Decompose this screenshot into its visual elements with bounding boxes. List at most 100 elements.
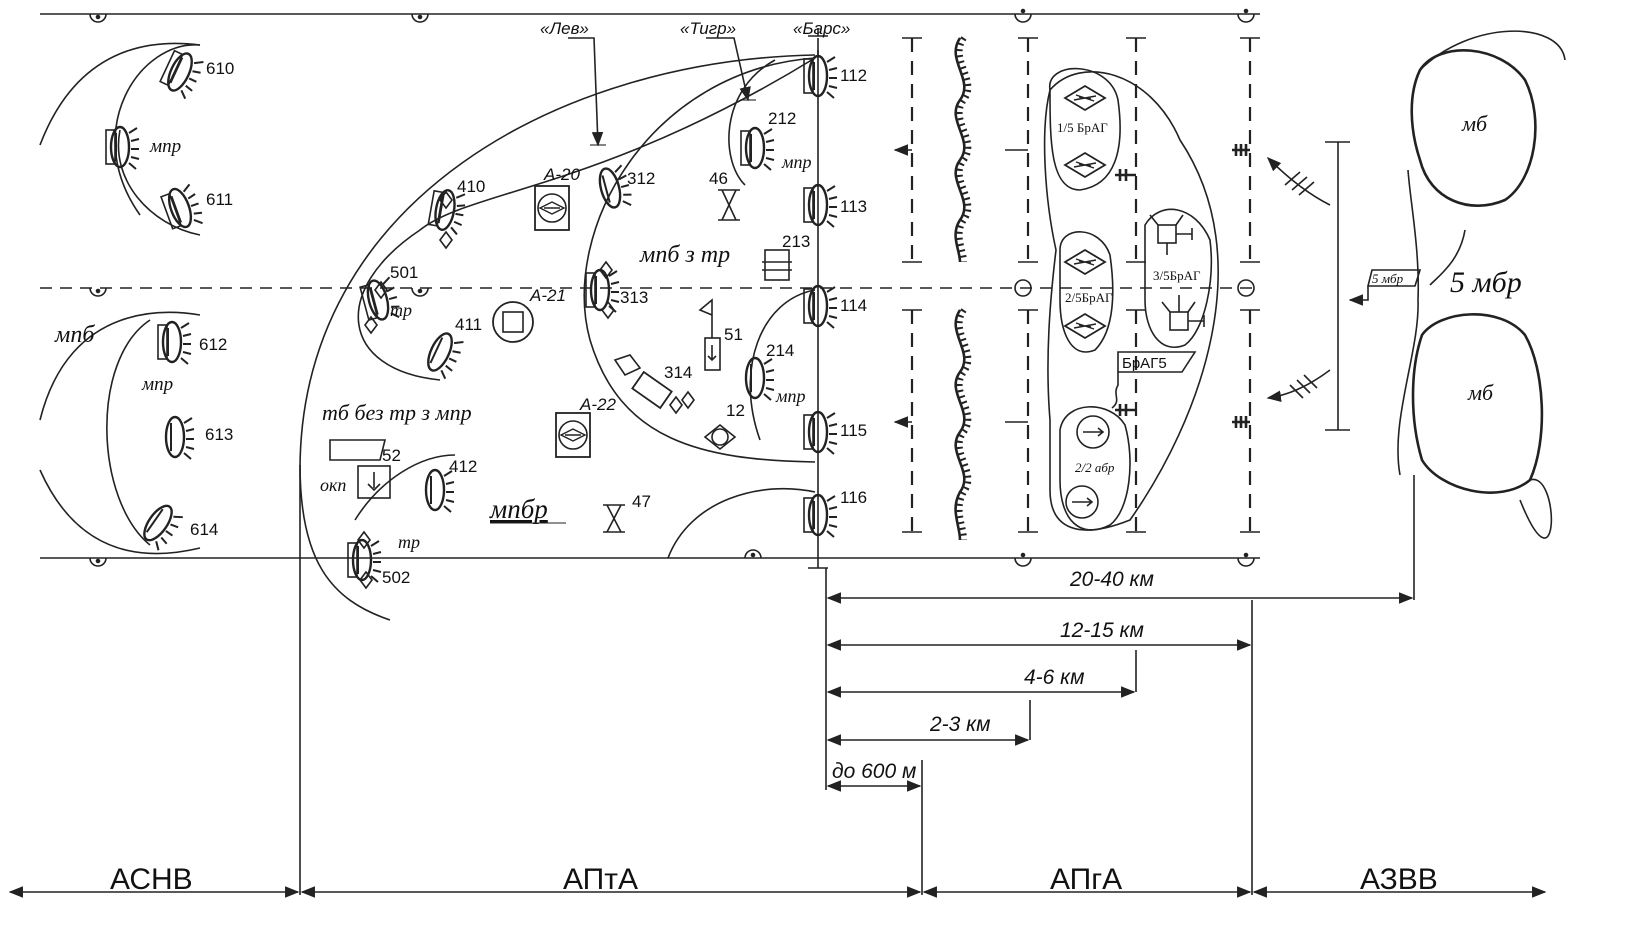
vehicle-412 — [424, 468, 456, 514]
vehicle-left-mid — [104, 125, 141, 171]
artillery-a20 — [534, 185, 570, 231]
vehicle-611 — [158, 181, 207, 235]
label-abr: 2/2 абр — [1075, 460, 1115, 475]
brag-group — [1043, 67, 1219, 531]
label-okp: окп — [320, 475, 346, 495]
trench-lines — [954, 36, 972, 541]
label-613: 613 — [205, 425, 233, 444]
symbol-213 — [762, 249, 792, 281]
label-a22: А-22 — [579, 395, 616, 414]
vehicle-114 — [802, 284, 839, 330]
vehicle-314 — [613, 354, 673, 410]
label-313: 313 — [620, 288, 648, 307]
label-611: 611 — [206, 190, 233, 209]
label-502: 502 — [382, 568, 410, 587]
label-brag-2: 2/5БрАГ — [1065, 290, 1113, 305]
label-mpr-bottom-left: мпр — [141, 374, 173, 395]
tb-arcs — [299, 54, 816, 621]
label-412: 412 — [449, 457, 477, 476]
label-214: 214 — [766, 341, 794, 360]
callsign-pointers — [568, 37, 819, 147]
artillery-a21 — [492, 301, 534, 343]
zone-azvv: АЗВВ — [1360, 863, 1438, 896]
label-312: 312 — [627, 169, 655, 188]
label-411: 411 — [455, 315, 482, 334]
label-tr-lower: тр — [398, 532, 420, 552]
label-mpr-lower-right: мпр — [775, 386, 806, 406]
label-12: 12 — [726, 401, 745, 420]
label-brag5: БрАГ5 — [1122, 355, 1167, 372]
label-mpb-z-tr: мпб з тр — [639, 242, 730, 268]
symbol-51 — [698, 298, 721, 371]
callsign-tygr: «Тигр» — [680, 19, 736, 38]
vehicle-115 — [802, 410, 839, 456]
label-tr-upper: тр — [390, 300, 412, 320]
brag5-flag — [1111, 351, 1197, 409]
tr-diamonds — [357, 190, 695, 590]
vehicle-313 — [584, 268, 621, 314]
label-a20: А-20 — [543, 165, 580, 184]
vehicle-116 — [802, 493, 839, 539]
artillery-a22 — [555, 412, 591, 458]
label-213: 213 — [782, 232, 810, 251]
callsign-lev: «Лев» — [540, 19, 589, 38]
label-mb-top: мб — [1461, 111, 1488, 136]
distance-12-15km: 12-15 км — [1060, 619, 1144, 642]
vehicle-610 — [156, 46, 207, 102]
vehicle-113 — [802, 183, 839, 229]
reserve-area — [1266, 30, 1566, 539]
label-mpr-top-left: мпр — [149, 136, 181, 157]
vehicle-214 — [744, 356, 776, 402]
label-brigade-5-flag: 5 мбр — [1372, 271, 1404, 286]
label-410: 410 — [457, 177, 485, 196]
distance-20-40km: 20-40 км — [1069, 568, 1154, 591]
label-113: 113 — [840, 197, 867, 216]
distance-600m: до 600 м — [832, 760, 916, 783]
distance-4-6km: 4-6 км — [1024, 666, 1085, 689]
label-brigade-5: 5 мбр — [1450, 266, 1522, 299]
boundary-markers — [89, 8, 1255, 567]
label-a21: А-21 — [529, 286, 566, 305]
label-112: 112 — [840, 66, 867, 85]
label-52: 52 — [382, 446, 401, 465]
vehicle-612 — [156, 320, 193, 366]
label-mb-bottom: мб — [1467, 380, 1494, 405]
label-47: 47 — [632, 492, 651, 511]
label-mpr-upper-right: мпр — [781, 152, 812, 172]
zone-apga: АПгА — [1050, 863, 1122, 896]
symbol-12 — [703, 423, 737, 451]
callsign-bars: «Барс» — [793, 19, 850, 38]
label-612: 612 — [199, 335, 227, 354]
label-501: 501 — [390, 263, 418, 282]
vehicle-614 — [136, 500, 187, 554]
obstacle-lines — [893, 37, 1260, 533]
label-brag-1: 1/5 БрАГ — [1057, 120, 1108, 135]
label-610: 610 — [206, 59, 234, 78]
left-defense-arcs — [39, 42, 201, 555]
symbol-52 — [329, 439, 391, 499]
label-114: 114 — [840, 296, 867, 315]
label-mpb-left: мпб — [54, 322, 95, 348]
mpb-z-tr-arc — [583, 57, 816, 463]
label-116: 116 — [840, 488, 867, 507]
label-tb: тб без тр з мпр — [322, 400, 472, 425]
distance-lines — [8, 470, 1547, 898]
zone-asnv: АСНВ — [110, 863, 193, 896]
vehicle-411 — [421, 328, 467, 382]
label-51: 51 — [724, 325, 743, 344]
label-brag-3: 3/5БрАГ — [1153, 268, 1201, 283]
label-212: 212 — [768, 109, 796, 128]
symbol-46 — [718, 189, 740, 221]
vehicle-613 — [164, 415, 196, 461]
boundary-lines — [40, 8, 1260, 567]
symbol-47 — [603, 504, 625, 533]
label-614: 614 — [190, 520, 218, 539]
label-115: 115 — [840, 421, 867, 440]
label-mpbr: мпбр — [489, 494, 548, 524]
zone-apta: АПтА — [563, 863, 638, 896]
label-314: 314 — [664, 363, 692, 382]
brag-symbols — [1064, 85, 1205, 519]
vehicle-212 — [739, 126, 776, 172]
label-46: 46 — [709, 169, 728, 188]
